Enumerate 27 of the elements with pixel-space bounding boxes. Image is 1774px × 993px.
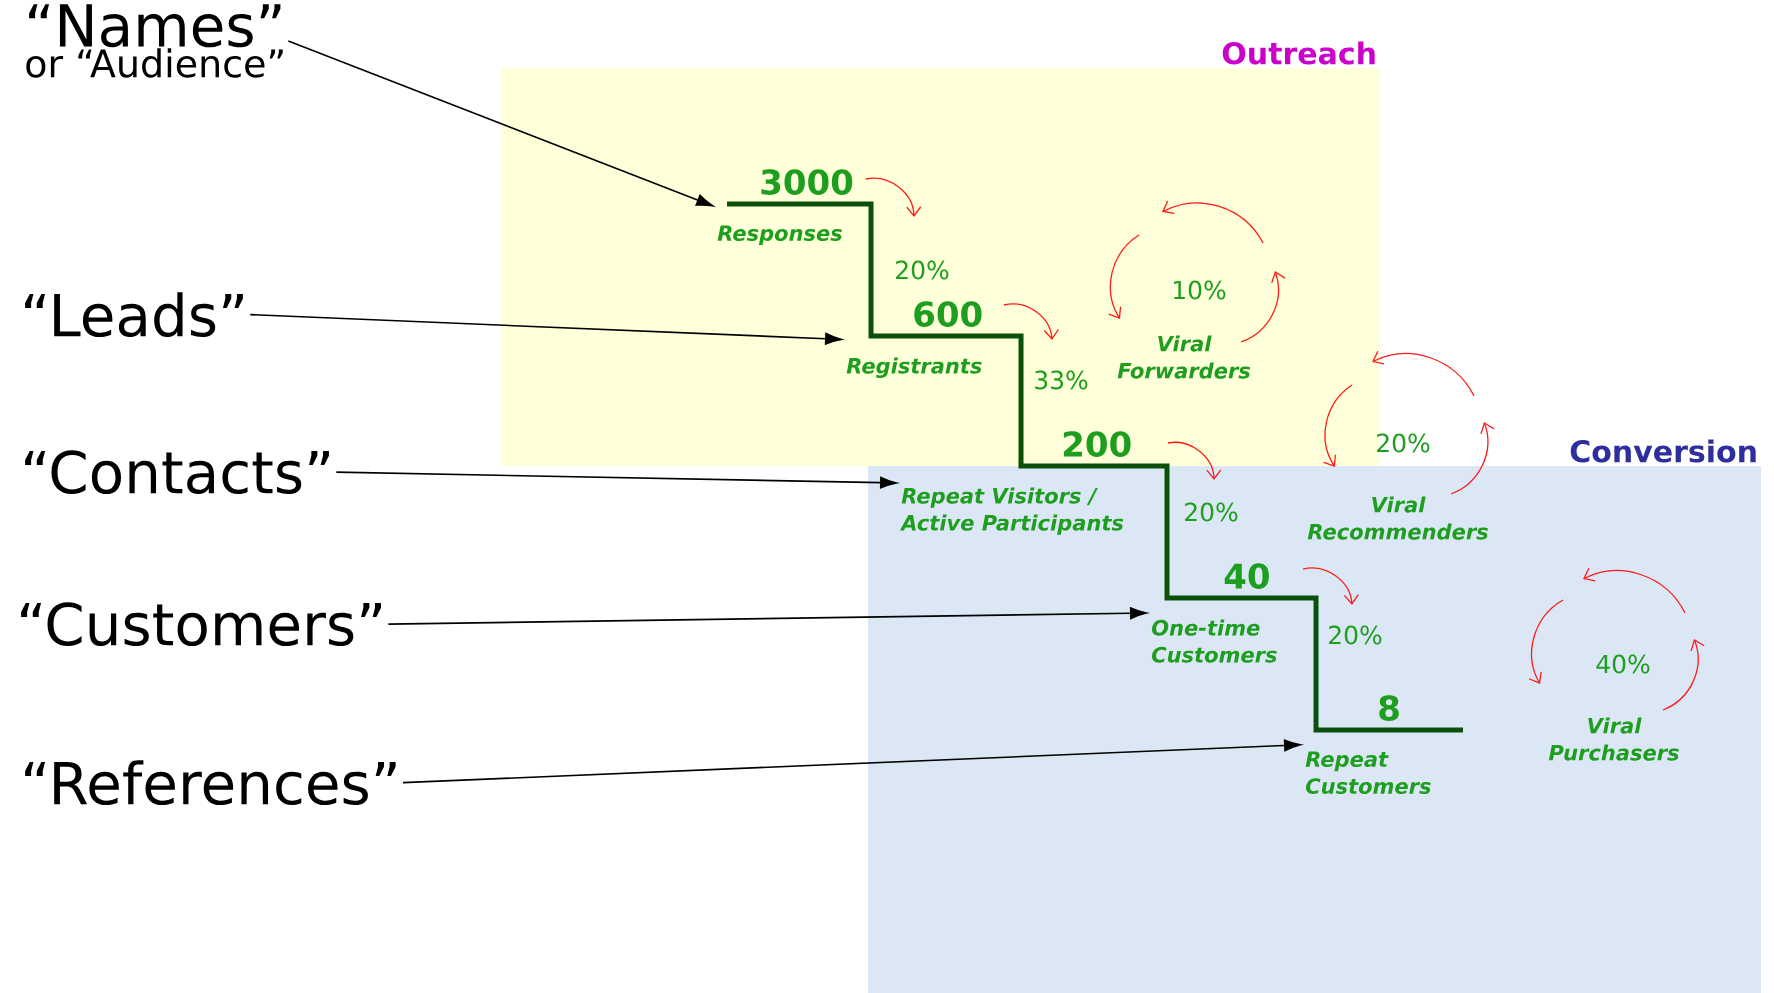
term-label: “References”	[25, 760, 396, 806]
arrow	[402, 739, 1302, 784]
group-label: Viral Purchasers	[1548, 717, 1679, 761]
percentage: 20%	[1377, 433, 1430, 453]
arrow	[387, 607, 1148, 625]
percentage: 20%	[896, 260, 949, 280]
step-label: 200 Repeat Visitors / Active Participants	[899, 431, 1131, 535]
arrow	[287, 40, 714, 207]
percentage: 40%	[1596, 654, 1650, 674]
arrow	[335, 471, 898, 489]
step-label: 3000 Responses	[717, 169, 853, 246]
term-label: “Names” or “Audience”	[26, 4, 283, 78]
term-label: “Customers”	[21, 602, 381, 647]
step-label: 600 Registrants	[846, 301, 982, 378]
arrow	[249, 313, 843, 345]
term-label: “Leads”	[25, 292, 243, 338]
step-label: 40 One-time Customers	[1151, 563, 1277, 663]
group-label: Viral Forwarders	[1117, 335, 1251, 379]
node-label: Conversion	[1570, 439, 1756, 463]
percentage: 33%	[1035, 370, 1088, 390]
percentage: 20%	[1329, 625, 1382, 645]
group-label: Viral Recommenders	[1307, 496, 1488, 540]
percentage: 20%	[1185, 502, 1238, 522]
term-label: “Contacts”	[25, 450, 329, 495]
node-label: Outreach	[1222, 41, 1375, 65]
percentage: 10%	[1174, 280, 1226, 300]
step-label: 8 Repeat Customers	[1305, 695, 1431, 795]
